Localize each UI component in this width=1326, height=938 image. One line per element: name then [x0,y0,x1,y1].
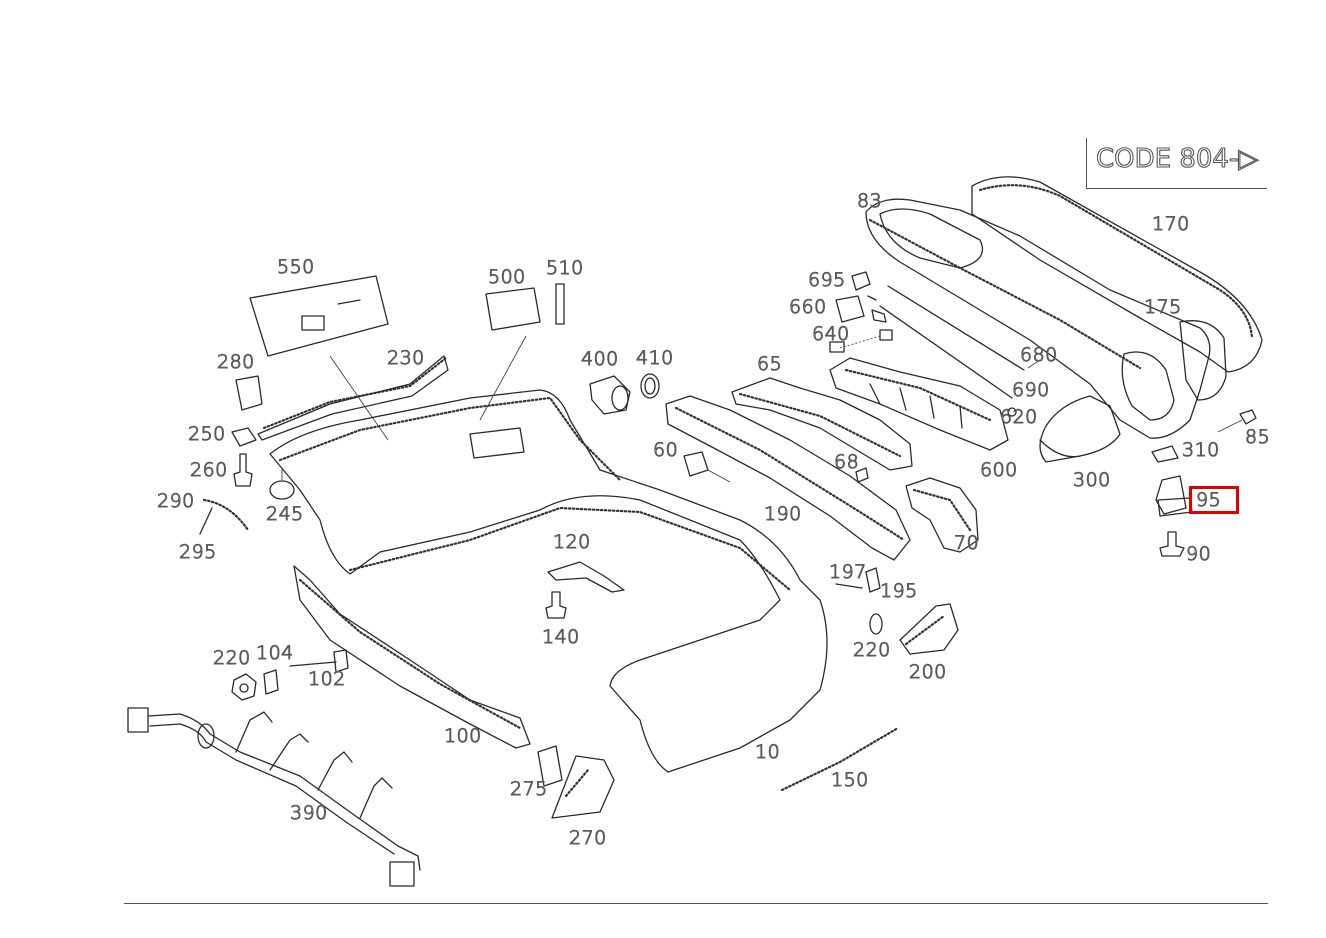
callout-220-right[interactable]: 220 [853,639,891,661]
callout-65[interactable]: 65 [756,353,783,375]
callout-60[interactable]: 60 [652,439,679,461]
part-95-bracket[interactable] [1155,475,1193,517]
callout-690[interactable]: 690 [1012,379,1050,401]
part-104-washer[interactable] [263,669,279,695]
code-804-label: CODE 804-▷ [1095,144,1259,174]
callout-68[interactable]: 68 [833,451,860,473]
part-190-beam[interactable] [665,395,911,561]
part-70-bracket[interactable] [905,477,979,553]
part-60-bracket[interactable] [683,451,731,483]
callout-275[interactable]: 275 [510,778,548,800]
callout-245[interactable]: 245 [266,503,304,525]
callout-190[interactable]: 190 [764,503,802,525]
part-102-bolt[interactable] [289,649,349,673]
part-170-trim[interactable] [971,176,1263,373]
callout-120[interactable]: 120 [553,531,591,553]
part-600-bracket[interactable] [829,357,1009,451]
part-690-rod[interactable] [879,305,1017,417]
part-275-nut[interactable] [537,745,563,787]
part-85-plug[interactable] [1217,409,1257,433]
bottom-divider [124,903,1268,904]
callout-310[interactable]: 310 [1182,439,1220,461]
callout-390[interactable]: 390 [290,802,328,824]
part-510-bracket[interactable] [555,283,565,325]
callout-170[interactable]: 170 [1152,213,1190,235]
part-280-bracket[interactable] [235,375,263,411]
part-550-panel[interactable] [249,275,389,357]
part-290-strip[interactable] [202,498,250,532]
callout-85[interactable]: 85 [1244,426,1271,448]
callout-230[interactable]: 230 [387,347,425,369]
part-220-nut-right[interactable] [869,613,883,635]
callout-400[interactable]: 400 [581,348,619,370]
callout-104[interactable]: 104 [256,642,294,664]
callout-410[interactable]: 410 [636,347,674,369]
part-197-pin[interactable] [835,583,863,589]
callout-95[interactable]: 95 [1195,489,1222,511]
callout-500[interactable]: 500 [488,266,526,288]
part-95-highlight-box [1189,486,1239,514]
part-150-strip[interactable] [780,726,900,792]
part-260-screw[interactable] [233,453,253,487]
part-410-ring[interactable] [640,373,660,399]
part-90-screw[interactable] [1159,531,1185,557]
part-83-diffuser[interactable] [865,198,1227,439]
callout-70[interactable]: 70 [953,532,980,554]
callout-10[interactable]: 10 [754,741,781,763]
part-270-cover[interactable] [551,755,615,819]
part-500-module[interactable] [485,287,541,331]
callout-600[interactable]: 600 [980,459,1018,481]
part-230-trim[interactable] [257,355,449,441]
part-200-bracket[interactable] [899,603,959,655]
callout-90[interactable]: 90 [1185,543,1212,565]
callout-300[interactable]: 300 [1073,469,1111,491]
callout-197[interactable]: 197 [829,561,867,583]
callout-102[interactable]: 102 [308,668,346,690]
callout-220-left[interactable]: 220 [213,647,251,669]
part-100-lower[interactable] [293,565,531,749]
part-400-sensor[interactable] [589,375,631,415]
callout-270[interactable]: 270 [569,827,607,849]
part-65-carrier[interactable] [731,377,913,471]
part-68-clip[interactable] [855,467,869,483]
callout-195[interactable]: 195 [880,580,918,602]
callout-280[interactable]: 280 [217,351,255,373]
callout-550[interactable]: 550 [277,256,315,278]
part-660-clip[interactable] [835,295,887,323]
callout-290[interactable]: 290 [157,490,195,512]
part-220-nut-left[interactable] [231,673,257,701]
callout-140[interactable]: 140 [542,626,580,648]
part-300-housing[interactable] [1039,395,1121,463]
part-250-nut[interactable] [231,427,257,447]
part-140-screw[interactable] [545,591,567,619]
part-245-cap[interactable] [269,468,295,500]
part-295-pin[interactable] [199,507,213,535]
callout-100[interactable]: 100 [444,725,482,747]
part-10-bumper[interactable] [269,389,828,773]
part-695-sensor[interactable] [851,271,877,301]
callout-200[interactable]: 200 [909,661,947,683]
code-frame [1086,138,1267,189]
callout-295[interactable]: 295 [179,541,217,563]
part-680-rod[interactable] [887,285,1025,371]
callout-510[interactable]: 510 [546,257,584,279]
callout-83[interactable]: 83 [856,190,883,212]
callout-680[interactable]: 680 [1020,344,1058,366]
callout-150[interactable]: 150 [831,769,869,791]
callout-620[interactable]: 620 [1000,406,1038,428]
callout-175[interactable]: 175 [1144,296,1182,318]
part-195-clip[interactable] [865,567,881,593]
callout-250[interactable]: 250 [188,423,226,445]
callout-260[interactable]: 260 [190,459,228,481]
part-310-clip[interactable] [1151,445,1179,463]
part-120-bracket[interactable] [547,561,625,593]
callout-660[interactable]: 660 [789,296,827,318]
part-640-clip[interactable] [829,329,893,353]
callout-695[interactable]: 695 [808,269,846,291]
part-390-harness[interactable] [127,707,421,887]
leader-lines [329,335,1041,441]
callout-640[interactable]: 640 [812,323,850,345]
